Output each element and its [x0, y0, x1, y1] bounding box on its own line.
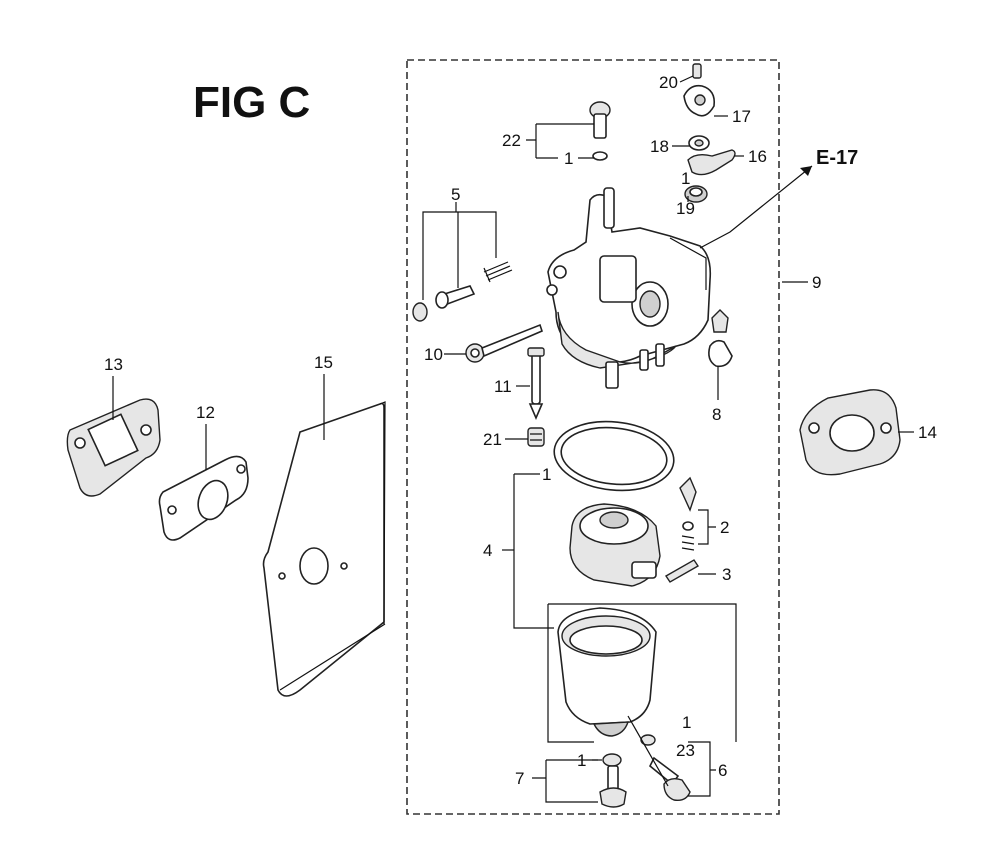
part-1-washer-bowl-bottom[interactable]: [602, 753, 622, 767]
callout-11: 11: [494, 377, 512, 396]
part-12-carburetor-gasket[interactable]: [158, 455, 249, 541]
carburetor-body[interactable]: [546, 187, 712, 389]
float[interactable]: [569, 503, 661, 587]
part-23-drain-screw[interactable]: [648, 756, 691, 802]
callout-8: 8: [712, 405, 721, 424]
callout-13: 13: [104, 355, 123, 374]
callout-20: 20: [659, 73, 678, 92]
callout-7: 7: [515, 769, 524, 788]
callout-21: 21: [483, 430, 502, 449]
callout-17: 17: [732, 107, 751, 126]
callout-1-top: 1: [564, 149, 573, 168]
part-8-float-valve[interactable]: [708, 309, 733, 368]
leader-lines: [112, 75, 914, 803]
part-15-heat-plate[interactable]: [262, 401, 386, 697]
callout-23: 23: [676, 741, 695, 760]
callout-1-bowl-bottom: 1: [577, 751, 586, 770]
part-21-main-jet[interactable]: [527, 427, 545, 447]
callout-6: 6: [718, 761, 727, 780]
part-13-insulator-gasket[interactable]: [66, 398, 161, 497]
callout-1-fuel: 1: [681, 169, 690, 188]
part-14-insulator[interactable]: [799, 389, 901, 476]
callout-14: 14: [918, 423, 937, 442]
callout-12: 12: [196, 403, 215, 422]
part-17-clamp[interactable]: [683, 84, 716, 117]
callout-16: 16: [748, 147, 767, 166]
callout-3: 3: [722, 565, 731, 584]
callout-10: 10: [424, 345, 443, 364]
part-22-drain-screw[interactable]: [589, 101, 611, 139]
callout-19: 19: [676, 199, 695, 218]
callout-5: 5: [451, 185, 460, 204]
part-1-washer-top[interactable]: [592, 151, 608, 161]
part-10-throttle-stop-screw[interactable]: [465, 323, 543, 363]
callout-1-gasket: 1: [542, 465, 551, 484]
callout-labels: 13 12 15 14 5 10 11 21 22 1 20 17 18 16 …: [104, 73, 937, 788]
part-1-float-chamber-gasket[interactable]: [551, 416, 677, 496]
part-18-o-ring[interactable]: [688, 135, 710, 151]
part-16-fuel-joint[interactable]: [687, 149, 736, 176]
float-chamber-bowl[interactable]: [557, 607, 657, 737]
callout-9: 9: [812, 273, 821, 292]
figure-title: FIG C: [193, 78, 311, 127]
callout-e17: E-17: [816, 147, 858, 169]
callout-4: 4: [483, 541, 492, 560]
part-11-main-nozzle[interactable]: [527, 347, 545, 421]
part-3-float-pin[interactable]: [665, 559, 699, 583]
part-7-bowl-bolt[interactable]: [599, 765, 627, 808]
callout-2: 2: [720, 518, 729, 537]
callout-18: 18: [650, 137, 669, 156]
callout-1-bowl-right: 1: [682, 713, 691, 732]
callout-22: 22: [502, 131, 521, 150]
part-5-pilot-screw-set[interactable]: [412, 261, 513, 322]
part-19-seal[interactable]: [684, 185, 708, 203]
part-1-washer-bowl-right[interactable]: [640, 734, 656, 746]
part-2-float-valve-set[interactable]: [679, 476, 697, 551]
part-20-screw[interactable]: [692, 63, 702, 79]
carburetor-assembly-boundary: [406, 59, 780, 815]
callout-15: 15: [314, 353, 333, 372]
